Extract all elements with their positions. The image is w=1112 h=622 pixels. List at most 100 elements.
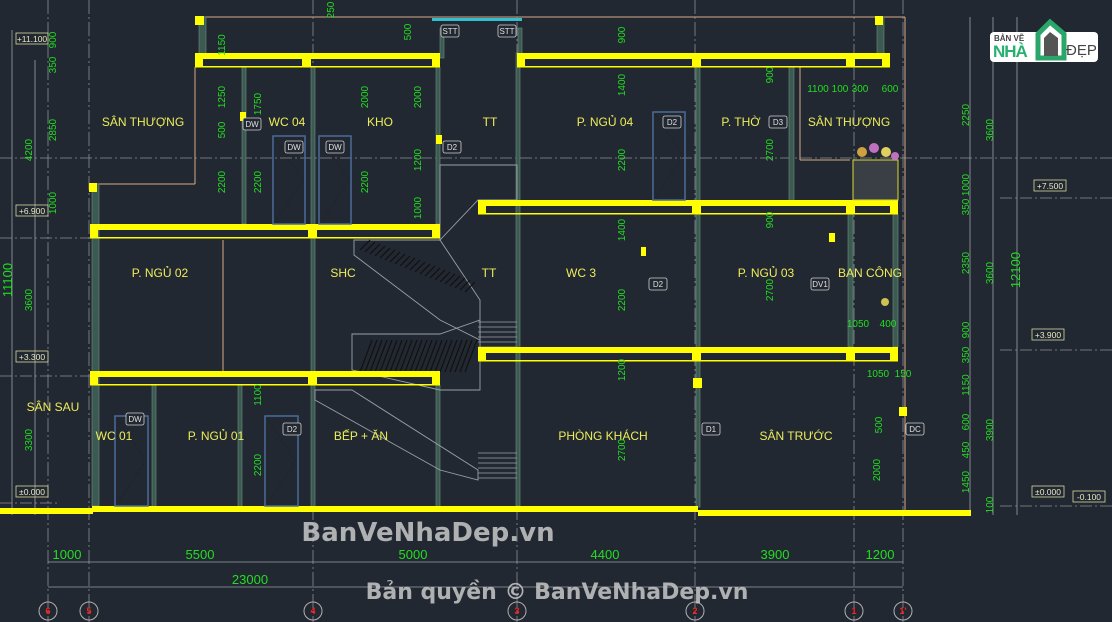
walls xyxy=(91,16,899,508)
beam xyxy=(692,200,701,214)
stair-hatch xyxy=(389,339,403,373)
level-mark: +3.300 xyxy=(19,352,46,362)
stair-hatch xyxy=(409,259,421,271)
slab-bottom xyxy=(90,384,440,386)
vertical-dimension: 450 xyxy=(961,441,972,458)
vertical-dimension: 1450 xyxy=(961,470,972,493)
vertical-dimension: 3600 xyxy=(985,118,996,141)
door-tag-box xyxy=(242,117,262,131)
wall xyxy=(237,384,243,508)
stair-hatch xyxy=(434,339,448,373)
bottom-dimension: 1200 xyxy=(866,547,895,562)
axis-label: 6 xyxy=(45,606,50,616)
room-label: BAN CÔNG xyxy=(838,265,902,280)
stair-hatch xyxy=(409,339,423,373)
door-tag: D3 xyxy=(773,118,784,127)
door-tag: DW xyxy=(245,120,259,129)
level-mark-box xyxy=(15,485,49,498)
horizontal-dimension: 400 xyxy=(880,319,897,330)
door xyxy=(318,135,352,225)
beam xyxy=(432,53,440,67)
stair-hatch xyxy=(454,277,466,289)
room-label: SÂN THƯỢNG xyxy=(102,114,184,129)
vertical-dimension: 2000 xyxy=(360,85,371,108)
vertical-dimension: 500 xyxy=(874,416,885,433)
axis-bubble xyxy=(38,601,58,621)
vertical-dimension: 2000 xyxy=(872,458,883,481)
beam xyxy=(517,53,525,67)
level-mark-box xyxy=(15,204,49,217)
beam xyxy=(692,53,701,67)
stair-hatch xyxy=(444,273,456,285)
vertical-dimension: 250 xyxy=(326,1,337,18)
vertical-dimension: 2200 xyxy=(617,288,628,311)
wall xyxy=(151,384,157,508)
door-tag: DV1 xyxy=(812,280,828,289)
level-mark-box xyxy=(1033,179,1067,192)
wall xyxy=(435,66,441,225)
stair-hatch xyxy=(369,243,381,255)
ground-slab xyxy=(0,508,93,514)
logo: BẢN VẼ NHÀ ĐẸP xyxy=(990,12,1098,64)
room-label: WC 04 xyxy=(269,115,306,129)
door-tag: STT xyxy=(442,27,457,36)
column-mark xyxy=(641,247,646,256)
horizontal-dimension: 100 xyxy=(832,84,849,95)
axis-label: 2 xyxy=(692,606,697,616)
room-label: TT xyxy=(482,266,497,280)
slab xyxy=(195,53,440,59)
stair-hatch xyxy=(444,339,458,373)
room-label: WC 01 xyxy=(96,429,133,443)
column-mark xyxy=(829,233,835,242)
beam xyxy=(90,371,98,385)
bottom-dimension: 4400 xyxy=(591,547,620,562)
axis-bubble xyxy=(844,601,864,621)
wall xyxy=(241,66,247,225)
axis-bubble xyxy=(303,601,323,621)
stair-hatch xyxy=(454,339,468,373)
ground-slab xyxy=(92,506,698,512)
slab xyxy=(517,53,890,59)
horizontal-dimension: 1050 xyxy=(867,369,890,380)
stair-hatch xyxy=(364,241,376,253)
door-tag: D2 xyxy=(447,143,458,152)
column-mark xyxy=(899,407,907,416)
door-tag-box xyxy=(325,140,345,154)
slab xyxy=(478,347,898,353)
slab-bottom xyxy=(478,213,898,215)
beam xyxy=(308,224,317,238)
stair-hatch xyxy=(414,339,428,373)
level-mark: +3.900 xyxy=(1035,330,1062,340)
vertical-dimension: 500 xyxy=(403,23,414,40)
beam xyxy=(432,224,440,238)
vertical-dimension: 900 xyxy=(765,211,776,228)
vertical-dimension: 3600 xyxy=(24,288,35,311)
axis-label: 1 xyxy=(851,606,856,616)
planter-icon xyxy=(852,143,899,306)
slab-bottom xyxy=(195,66,440,68)
beam xyxy=(890,200,898,214)
door-tag-box xyxy=(497,24,517,38)
ground-slab xyxy=(698,510,971,516)
total-height-right: 12100 xyxy=(1008,252,1023,288)
level-mark-box xyxy=(15,350,49,363)
axis-label: 4 xyxy=(310,606,315,616)
vertical-dimension: 2200 xyxy=(253,453,264,476)
vertical-dimension: 2200 xyxy=(253,170,264,193)
door-swing xyxy=(274,137,304,223)
beam xyxy=(195,53,203,67)
vertical-dimension: 4200 xyxy=(24,138,35,161)
level-mark: ±0.000 xyxy=(1035,487,1061,497)
wall xyxy=(695,66,701,508)
level-mark: +7.500 xyxy=(1037,181,1064,191)
stair-hatch xyxy=(384,339,398,373)
level-mark: -0.100 xyxy=(1077,492,1101,502)
beam xyxy=(846,53,855,67)
stair-hatch xyxy=(394,339,408,373)
stair-hatch xyxy=(389,251,401,263)
axis-bubble xyxy=(507,601,527,621)
vertical-dimension: 900 xyxy=(765,66,776,83)
stair-hatch xyxy=(384,249,396,261)
